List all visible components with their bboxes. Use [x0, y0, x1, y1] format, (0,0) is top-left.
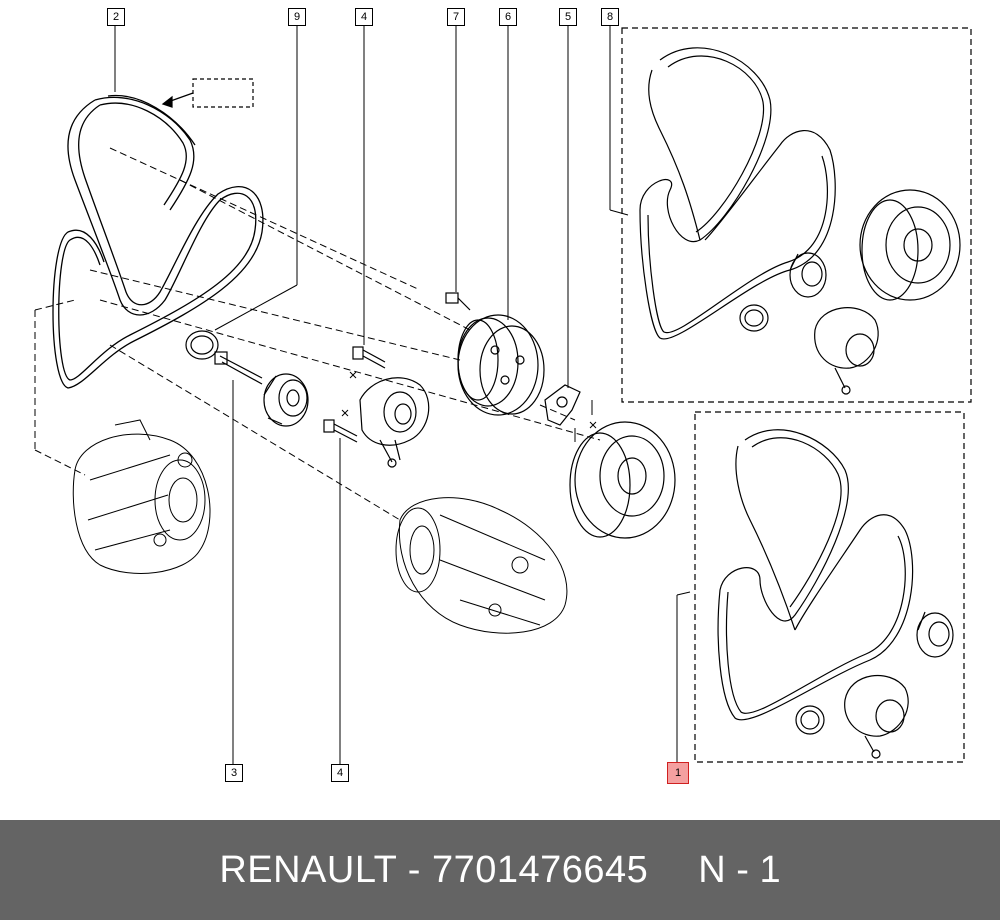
bolt-3: [214, 351, 263, 385]
idler-pulley: [263, 373, 309, 427]
callout-6: 6: [499, 8, 517, 26]
callout-8: 8: [601, 8, 619, 26]
diagram-reference: N - 1: [698, 848, 781, 891]
kit-box-1: [694, 411, 965, 763]
bolt-4-top: [352, 346, 386, 369]
callout-5: 5: [559, 8, 577, 26]
callout-3: 3: [225, 764, 243, 782]
kit-1-contents: [717, 429, 954, 759]
kit-box-8: [621, 27, 972, 403]
exploded-parts-diagram: [34, 26, 972, 764]
tensioner-assembly: [359, 377, 430, 468]
alternator: [72, 419, 211, 574]
kit-8-contents: [639, 47, 961, 395]
main-belt-2: [52, 94, 264, 389]
assembly-markers: [341, 371, 597, 442]
callout-4-bottom: 4: [331, 764, 349, 782]
footer-banner: RENAULT - 7701476645 N - 1: [0, 820, 1000, 920]
ac-compressor: [395, 497, 568, 634]
callout-2: 2: [107, 8, 125, 26]
leader-lines: [114, 26, 691, 764]
alignment-lines: [34, 147, 601, 521]
ac-clutch-pulley: [569, 421, 676, 539]
callout-1: 1: [667, 762, 689, 784]
bolt-4-bottom: [323, 419, 358, 443]
bolt-7: [445, 292, 471, 311]
seal-ring-9: [185, 330, 219, 360]
callout-9: 9: [288, 8, 306, 26]
callout-7: 7: [447, 8, 465, 26]
bracket-5: [544, 384, 581, 426]
callout-4-top: 4: [355, 8, 373, 26]
note-box: [192, 78, 254, 108]
crank-pulley-6: [457, 314, 545, 416]
part-number-title: RENAULT - 7701476645: [219, 848, 649, 891]
